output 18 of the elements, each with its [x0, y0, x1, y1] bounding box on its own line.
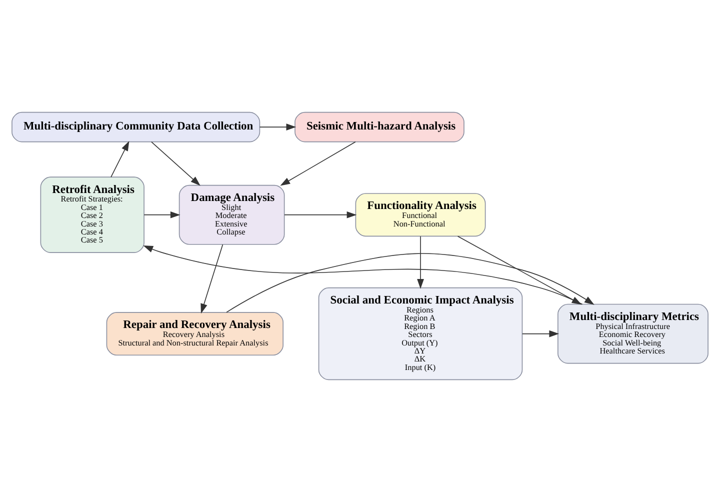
node-box: Social and Economic Impact Analysis Regions Region A Region B Sectors Output (Y) ΔY ΔK Input (K) — [318, 286, 523, 380]
arrow — [522, 330, 560, 337]
node-box: Repair and Recovery Analysis Recovery Analysis Structural and Non-structural Repair Analysis — [106, 312, 284, 356]
node-box: Multi-disciplinary Community Data Collection — [12, 111, 260, 142]
arrow — [200, 244, 224, 314]
node-box: Multi-disciplinary Metrics Physical Infrastructure Economic Recovery Social Well-being Healthcare Services — [558, 303, 708, 364]
arrow — [417, 235, 424, 288]
arrow — [151, 140, 200, 186]
arrow — [226, 252, 594, 312]
arrow — [144, 210, 180, 218]
node-box: Seismic Multi-hazard Analysis — [294, 111, 464, 142]
arrow — [284, 210, 357, 218]
arrow — [110, 140, 130, 177]
node-box: Damage Analysis Slight Moderate Extensive Collapse — [178, 184, 285, 244]
node-box: Functionality Analysis Functional Non-Functional — [355, 192, 486, 236]
arrow — [280, 140, 356, 186]
arrow — [259, 123, 296, 130]
node-box: Retrofit Analysis Retrofit Strategies: Case 1 Case 2 Case 3 Case 4 Case 5 — [40, 176, 144, 252]
